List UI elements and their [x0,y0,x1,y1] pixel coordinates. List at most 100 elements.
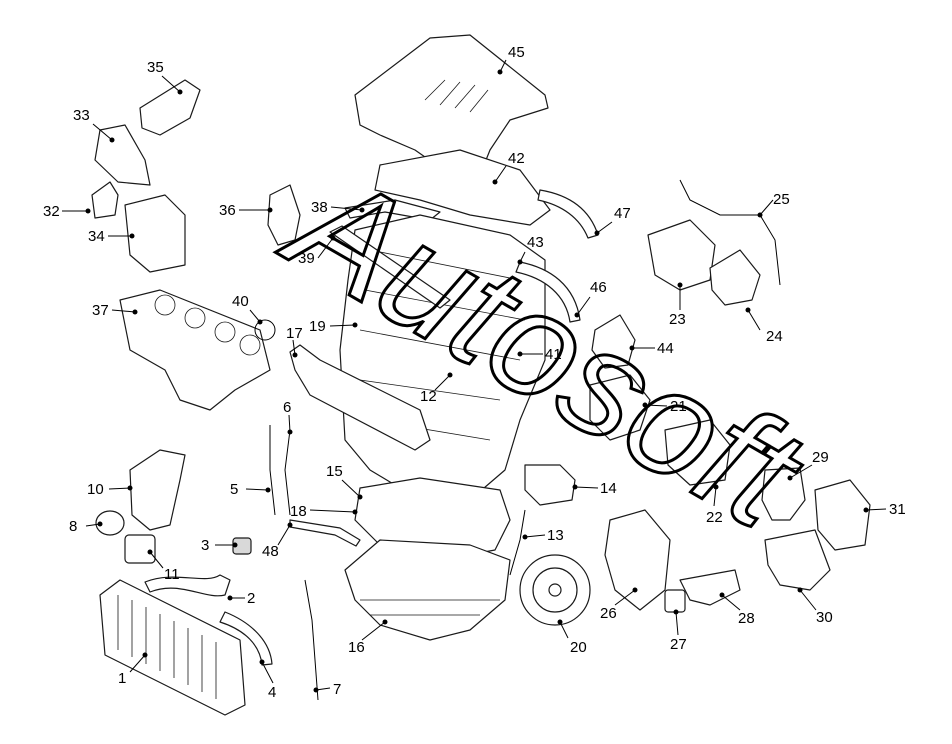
part-oil-pump [354,477,511,561]
callout-31: 31 [889,501,906,518]
callout-4: 4 [268,684,276,701]
callout-31-dot [863,507,869,513]
part-bracket-26 [604,509,671,611]
callout-6-dot [287,429,293,435]
callout-6: 6 [283,399,291,416]
part-bracket-36 [267,184,301,246]
callout-17-leader [292,339,296,356]
callout-5-dot [265,487,271,493]
callout-46: 46 [590,279,607,296]
callout-33: 33 [73,107,90,124]
callout-35-leader [161,75,181,93]
callout-47-leader [596,221,613,234]
callout-47: 47 [614,205,631,222]
part-sensor-44 [591,314,636,369]
callout-32-dot [85,208,91,214]
callout-8-dot [97,521,103,527]
part-starter-22 [664,419,731,486]
callout-layer: 1 2 3 4 5 6 7 8 10 11 12 13 14 15 16 17 … [43,44,906,701]
callout-15-leader [341,479,361,498]
callout-7-dot [313,687,319,693]
callout-14: 14 [600,480,617,497]
callout-48: 48 [262,543,279,560]
callout-37-dot [132,309,138,315]
callout-36: 36 [219,202,236,219]
callout-42: 42 [508,150,525,167]
callout-42-dot [492,179,498,185]
callout-24-leader [747,309,761,331]
callout-20-leader [559,621,569,639]
part-hose-46 [515,261,581,323]
part-mount-34 [124,194,186,273]
callout-16-leader [361,621,386,641]
callout-45: 45 [508,44,525,61]
part-hose-lower [219,611,273,666]
callout-26-leader [614,589,636,606]
callout-26-dot [632,587,638,593]
callout-48-leader [277,524,291,546]
callout-22-leader [713,486,717,507]
callout-31-leader [865,508,887,511]
part-o-ring [254,319,276,341]
parts-layer [91,34,871,716]
callout-34: 34 [88,228,105,245]
callout-8: 8 [69,518,77,535]
callout-24: 24 [766,328,783,345]
callout-23-dot [677,282,683,288]
callout-39-dot [330,235,336,241]
part-mount-33 [94,124,151,186]
callout-1-dot [142,652,148,658]
callout-30: 30 [816,609,833,626]
callout-38-leader [330,206,363,211]
callout-30-leader [799,589,817,611]
part-throttle-21 [589,374,651,441]
callout-28: 28 [738,610,755,627]
callout-13: 13 [547,527,564,544]
part-camshaft [329,225,451,309]
callout-7: 7 [333,681,341,698]
part-bracket-14 [524,464,576,506]
callout-48-dot [287,522,293,528]
callout-38-dot [359,207,365,213]
callout-29-leader [789,464,813,479]
callout-28-leader [721,594,741,611]
part-mount-32 [91,181,119,219]
callout-44: 44 [657,340,674,357]
part-hose-upper [144,574,231,597]
part-bracket-28 [679,569,741,606]
callout-19-leader [329,324,356,327]
part-bush-27 [664,589,686,613]
callout-35-dot [177,89,183,95]
callout-33-leader [92,123,113,141]
part-oil-sump [344,539,511,641]
leader-lines [62,59,887,693]
callout-43: 43 [527,234,544,251]
part-mount-31 [814,479,871,551]
part-oil-pipe [289,519,361,547]
callout-25-leader [759,199,774,216]
callout-40-leader [249,309,261,323]
callout-25-dot [757,212,763,218]
callout-37: 37 [92,302,109,319]
callout-2-dot [227,595,233,601]
callout-27: 27 [670,636,687,653]
callout-41-dot [517,351,523,357]
callout-34-dot [129,233,135,239]
callout-10: 10 [87,481,104,498]
callout-29-dot [787,475,793,481]
callout-2: 2 [247,590,255,607]
part-actuator [129,449,186,531]
callout-21-leader [644,404,668,407]
callout-13-dot [522,534,528,540]
part-gasket-24 [709,249,761,306]
callout-37-leader [111,309,136,313]
callout-27-dot [673,609,679,615]
callout-23: 23 [669,311,686,328]
part-hose-47 [537,189,599,239]
callout-1-leader [129,654,146,673]
callout-41: 41 [545,346,562,363]
callout-44-dot [629,345,635,351]
part-hose-13 [509,509,526,576]
callout-30-dot [797,587,803,593]
